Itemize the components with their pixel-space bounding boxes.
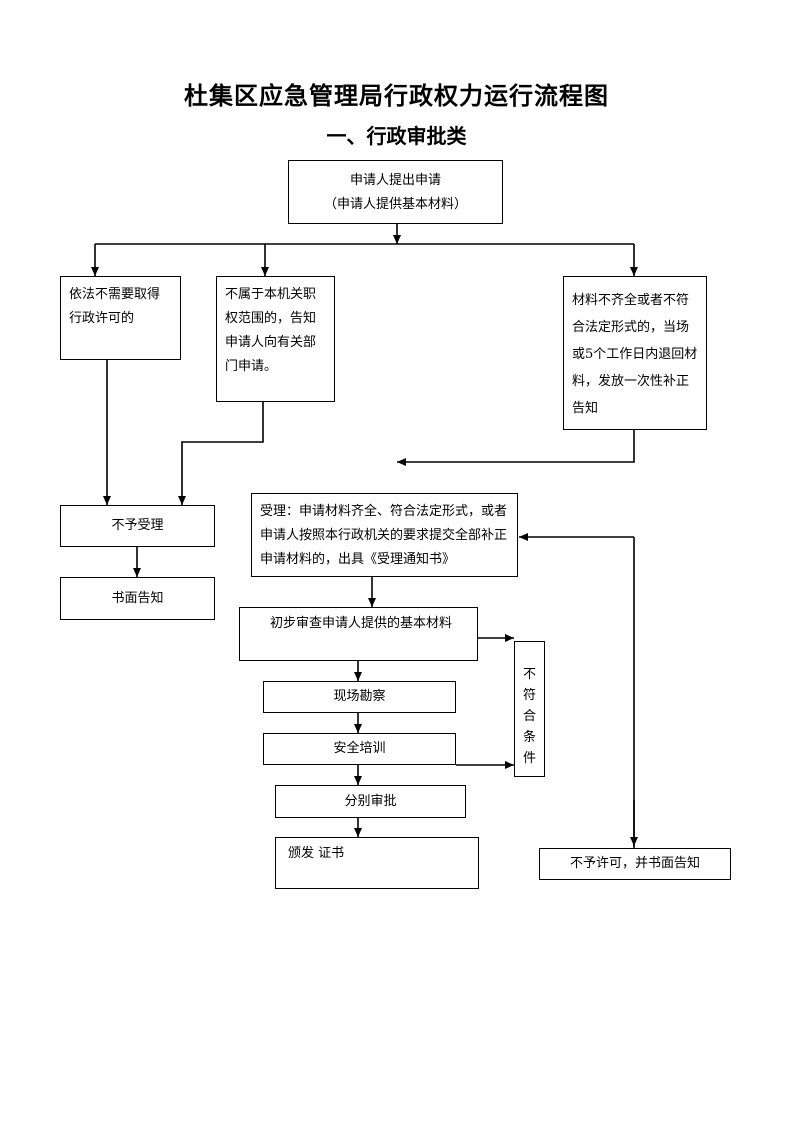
node-no-permit-needed: 依法不需要取得行政许可的: [60, 276, 181, 360]
node-not-accepted: 不予受理: [60, 505, 215, 547]
node-safety-training: 安全培训: [263, 733, 456, 765]
node-incomplete: 材料不齐全或者不符合法定形式的，当场或5个工作日内退回材料，发放一次性补正告知: [563, 276, 707, 430]
arrow-incomplete-to-accept: [397, 430, 635, 466]
node-prelim-review: 初步审查申请人提供的基本材料: [239, 607, 478, 661]
node-deny: 不予许可，并书面告知: [539, 848, 731, 880]
node-not-qualified: 不 符 合 条 件: [514, 641, 545, 777]
arrow-out-of-scope-to-not-accepted: [178, 402, 264, 505]
node-site-survey: 现场勘察: [263, 681, 456, 713]
node-review: 分别审批: [275, 785, 466, 818]
page-title: 杜集区应急管理局行政权力运行流程图: [184, 82, 609, 110]
node-issue-certificate: 颁发 证书: [275, 837, 479, 889]
node-accept: 受理：申请材料齐全、符合法定形式，或者申请人按照本行政机关的要求提交全部补正申请…: [251, 493, 518, 577]
section-subtitle: 一、行政审批类: [326, 124, 467, 148]
node-out-of-scope: 不属于本机关职权范围的，告知申请人向有关部门申请。: [216, 276, 335, 402]
node-written-notice: 书面告知: [60, 577, 215, 620]
node-apply: 申请人提出申请 （申请人提供基本材料）: [288, 160, 503, 224]
